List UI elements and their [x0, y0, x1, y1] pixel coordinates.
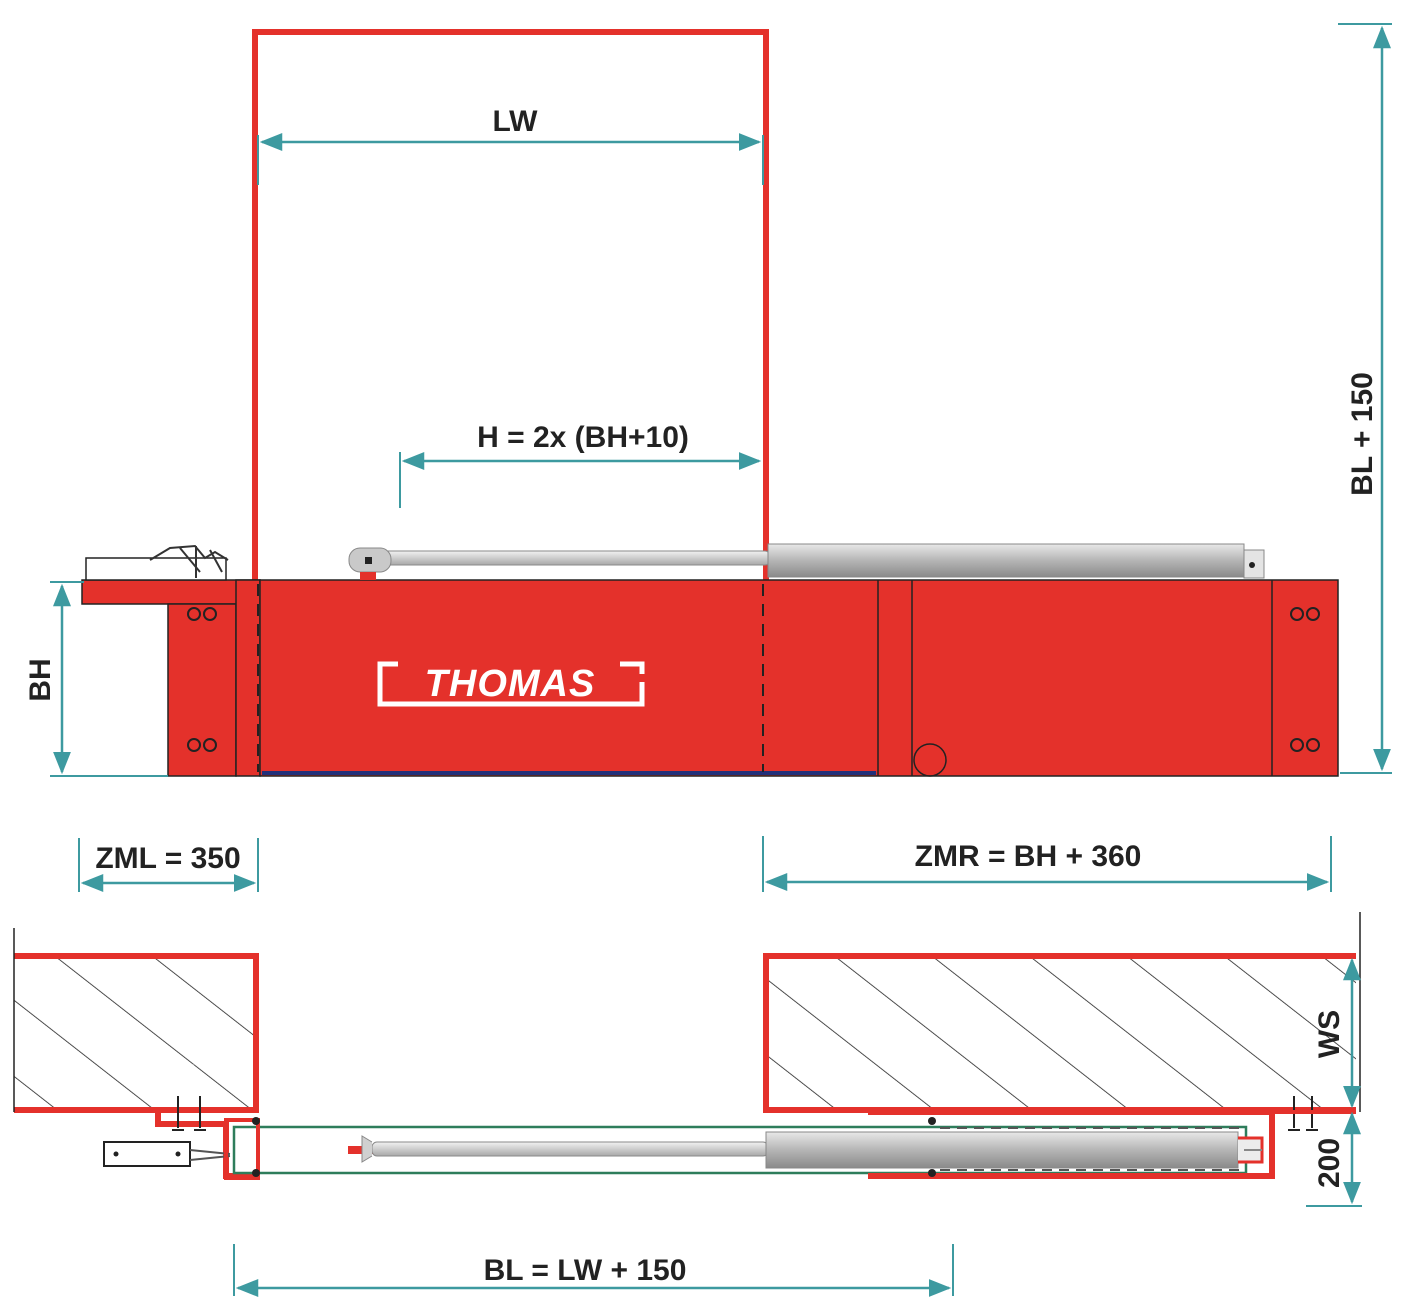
plan-cylinder-body [765, 1131, 1239, 1169]
zml-label: ZML = 350 [95, 842, 240, 875]
d200-label: 200 [1313, 1138, 1346, 1188]
door-inner-bracket [224, 1118, 260, 1180]
pivot-dot-icon [252, 1117, 936, 1177]
h-formula-label: H = 2x (BH+10) [477, 421, 689, 454]
zmr-label: ZMR = BH + 360 [915, 840, 1142, 873]
hinge-link [189, 1149, 231, 1161]
main-housing [259, 579, 1339, 777]
bolt-icon [187, 607, 1320, 752]
ws-label: WS [1313, 1010, 1346, 1058]
piston-rod [365, 550, 771, 566]
cylinder-body [767, 543, 1245, 578]
door-frame [252, 29, 769, 580]
lw-label: LW [493, 105, 539, 138]
left-mid-post [235, 579, 261, 777]
bh-label: BH [24, 658, 57, 701]
bl-plus-150-label: BL + 150 [1346, 372, 1379, 496]
right-wall-hatch [766, 956, 1356, 1110]
left-anchor-bolts [172, 1096, 206, 1131]
left-top-plate [81, 579, 261, 605]
left-hinge-block [85, 557, 227, 581]
left-end-post [167, 603, 237, 777]
drain-circle [913, 743, 947, 777]
logo-text: THOMAS [425, 663, 596, 705]
plan-rod-clevis [361, 1135, 373, 1163]
plan-piston-rod [371, 1141, 769, 1157]
left-wall-hatch [14, 956, 256, 1110]
cylinder-end-pin [1249, 562, 1255, 568]
bl-label: BL = LW + 150 [484, 1254, 687, 1287]
thomas-logo: THOMAS [376, 660, 645, 707]
rod-eye-pin [365, 557, 372, 564]
hinge-plate-pin [113, 1151, 119, 1157]
hinge-plate-pin [175, 1151, 181, 1157]
left-wall-outline [14, 953, 259, 1113]
right-housing [868, 1109, 1275, 1179]
rod-eye-mount [360, 572, 376, 580]
